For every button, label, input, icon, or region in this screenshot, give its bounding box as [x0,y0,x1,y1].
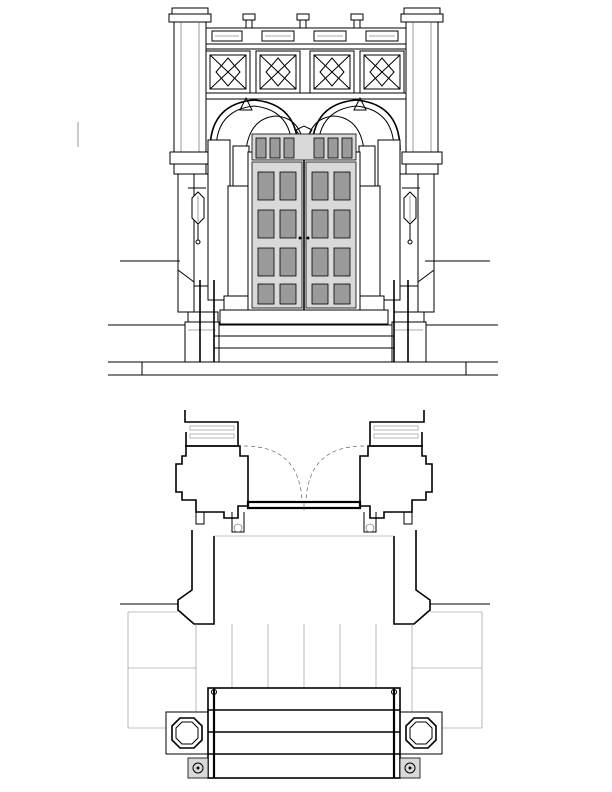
door-leaf-left-panels [257,171,297,305]
finial-left [242,13,256,29]
tracery-panel-1 [205,50,251,94]
floor-plan [120,410,490,779]
plan-stair [207,687,401,779]
plan-door-threshold [246,500,362,510]
plan-wall-stubs [184,410,425,447]
entrance-steps-elevation [214,309,394,349]
double-door [247,133,361,311]
tracery-panel-2 [255,50,301,94]
finials [242,13,364,29]
door-swings [243,445,365,503]
plan-pier-bases [165,711,443,755]
tracery-panel-3 [309,50,355,94]
finial-center [296,13,310,29]
plan-right-piers [359,445,433,533]
lanterns [188,187,420,362]
plan-paving-grid [127,611,483,729]
plan-left-piers [175,445,249,533]
finial-right [350,13,364,29]
front-elevation [77,7,498,376]
plan-newels [187,757,421,779]
transom [251,133,357,161]
tracery-panels [205,50,407,100]
door-leaf-right-panels [311,171,351,305]
attic-frieze [205,27,407,50]
ground-lines [77,122,498,376]
tracery-panel-4 [359,50,405,94]
plan-vestibule [120,530,490,625]
